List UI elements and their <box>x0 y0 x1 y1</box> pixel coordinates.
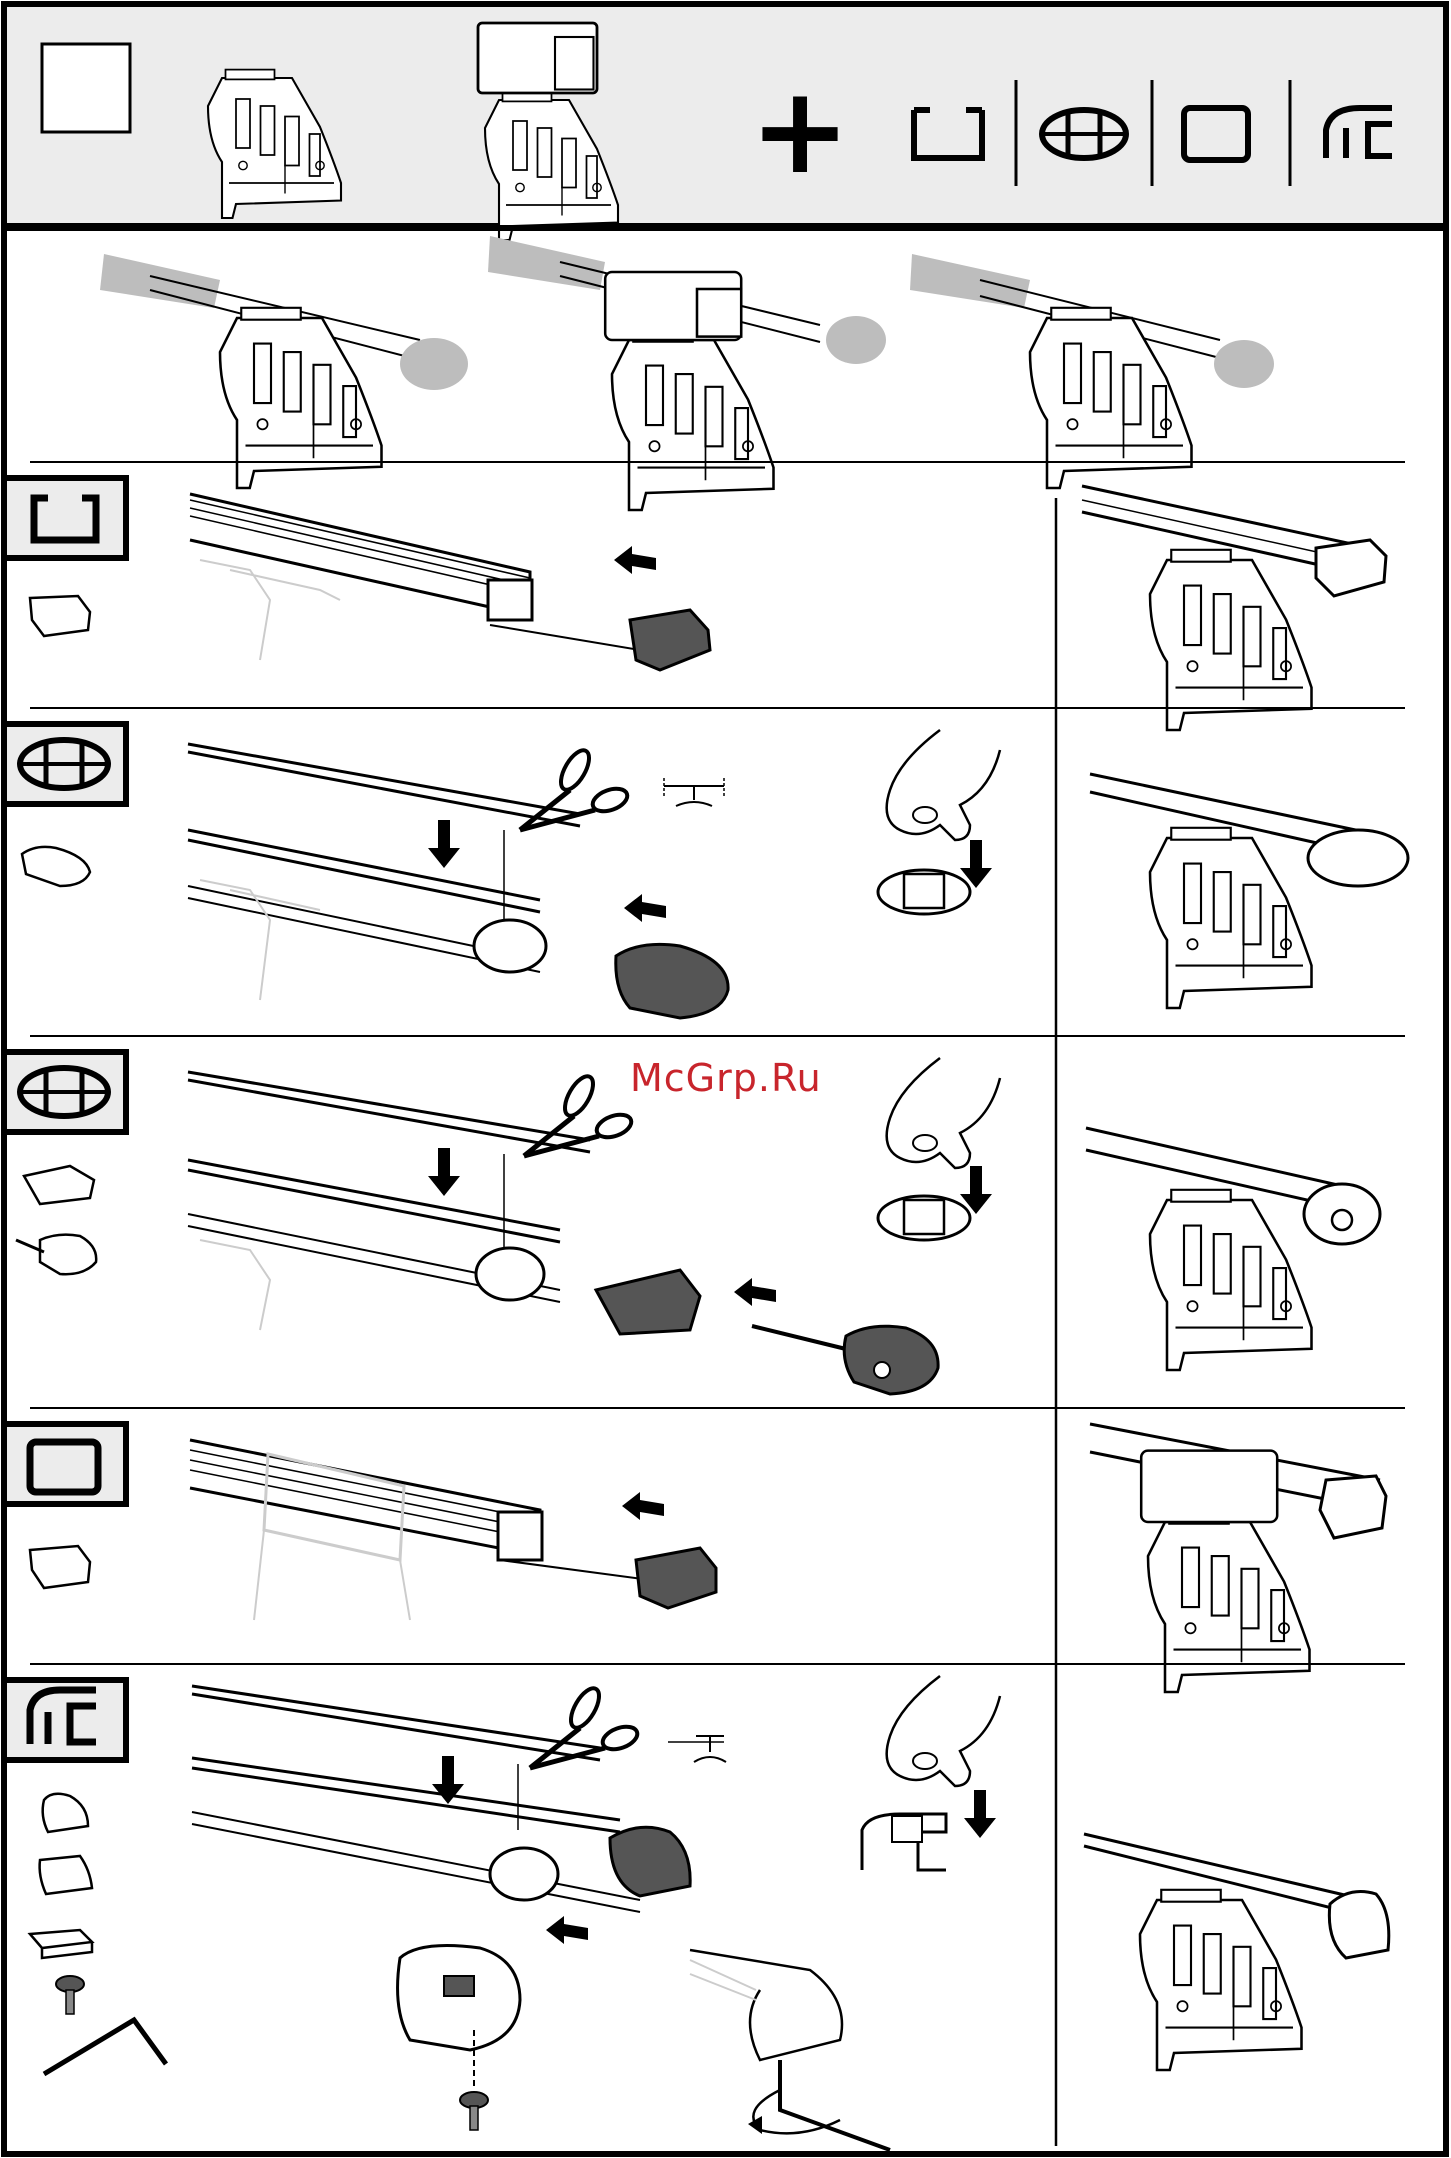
slot-end-cap-icon <box>40 1856 92 1894</box>
watermark-text: McGrp.Ru <box>630 1056 822 1100</box>
bolt-icon <box>56 1976 84 2014</box>
slot-end-cap-icon <box>610 1827 690 1896</box>
step-square-bar-adapter <box>4 1424 1386 1692</box>
step-slot-bar <box>4 1676 1389 2150</box>
checkbox-square <box>42 44 130 132</box>
square-end-cap-icon <box>30 1546 90 1588</box>
hex-key-icon <box>44 2020 166 2074</box>
plus-symbol: + <box>750 62 851 201</box>
square-end-cap-icon <box>630 610 710 670</box>
step-square-bar <box>4 478 1386 730</box>
aero-end-cap-with-lock-icon <box>40 1235 96 1275</box>
header-panel: + <box>4 4 1446 240</box>
slot-end-cap-icon <box>43 1794 88 1832</box>
slot-nut-icon <box>30 1930 92 1958</box>
aero-end-cap-icon <box>24 1166 94 1204</box>
aero-end-cap-icon <box>22 847 90 886</box>
step-aero-bar-a <box>4 724 1408 1018</box>
square-end-cap-icon <box>30 596 90 636</box>
step-aero-bar-b <box>4 1052 1380 1394</box>
overview-row <box>100 236 1274 510</box>
aero-end-cap-icon <box>616 944 728 1018</box>
